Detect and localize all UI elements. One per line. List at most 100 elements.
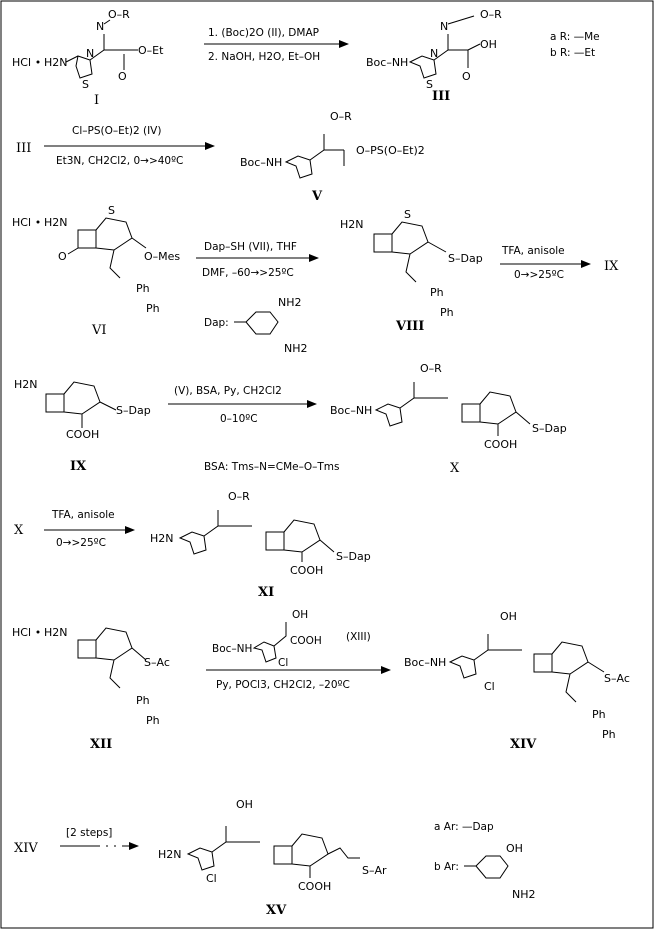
chloro: Cl: [484, 680, 495, 693]
chloro: Cl: [206, 872, 217, 885]
condition-3: TFA, anisole: [501, 245, 565, 257]
compound-number: XV: [266, 903, 287, 918]
start-compound: XIV: [14, 841, 38, 856]
step3-arrow-1: Dap–SH (VII), THF DMF, –60→>25ºC: [196, 241, 319, 279]
compound-number: I: [94, 93, 99, 108]
s-ar: S–Ar: [362, 864, 387, 877]
carbonyl-o: O: [118, 70, 127, 83]
boc-nh-label: Boc–NH: [404, 656, 446, 669]
ester-oet: O–Et: [138, 44, 164, 57]
compound-number: III: [432, 89, 450, 104]
step5-compound-XI: H2N O–R S–Dap COOH XI: [150, 490, 371, 600]
oxime-n: N: [440, 20, 448, 33]
o-mes: O–Mes: [144, 250, 180, 263]
condition-1: [2 steps]: [66, 827, 112, 839]
s-dap: S–Dap: [448, 252, 483, 265]
condition-2: 2. NaOH, H2O, Et–OH: [208, 51, 320, 63]
amine-label: H2N: [340, 218, 364, 231]
step6-reagent-XIII: Boc–NH OH COOH Cl (XIII): [212, 609, 371, 669]
reagent-cl: Cl: [278, 657, 288, 669]
structure-bonds: [65, 34, 138, 79]
step4-compound-IX: H2N S–Dap COOH IX: [14, 378, 151, 474]
structure-bonds: [408, 34, 481, 79]
phenyl-1: Ph: [136, 694, 150, 707]
hcl-label: HCl: [12, 626, 31, 639]
condition-1: Dap–SH (VII), THF: [204, 241, 297, 253]
step1-compound-I: HCl H2N N S N O–R O O–Et I: [12, 8, 164, 108]
structure-bonds: [178, 510, 335, 562]
ar-b-ring: [464, 855, 509, 879]
r-a: a R: —Me: [550, 31, 600, 43]
ring-n: N: [86, 47, 94, 60]
phenyl-2: Ph: [146, 714, 160, 727]
amine-label: H2N: [14, 378, 38, 391]
step2-compound-V: Boc–NH O–R O–PS(O–Et)2 V: [240, 110, 425, 204]
condition-2: Py, POCl3, CH2Cl2, –20ºC: [216, 679, 350, 691]
condition-1: (V), BSA, Py, CH2Cl2: [174, 385, 282, 397]
hcl-label: HCl: [12, 56, 31, 69]
phenyl-2: Ph: [440, 306, 454, 319]
s-ac: S–Ac: [144, 656, 170, 669]
step4-arrow: (V), BSA, Py, CH2Cl2 0–10ºC BSA: Tms–N=C…: [168, 385, 340, 473]
ar-b-oh: OH: [506, 842, 523, 855]
lactam-o: O: [58, 250, 67, 263]
r-b: b R: —Et: [550, 47, 595, 59]
condition-2: 0–10ºC: [220, 413, 258, 425]
carbonyl-o: O: [462, 70, 471, 83]
step7-compound-XV: H2N OH Cl COOH S–Ar XV: [158, 798, 387, 918]
compound-number: V: [311, 189, 323, 204]
phenyl-2: Ph: [602, 728, 616, 741]
r-group-legend: a R: —Me b R: —Et: [550, 31, 600, 59]
structure-bonds: [373, 221, 447, 283]
s-ac: S–Ac: [604, 672, 630, 685]
ring-s: S: [404, 208, 411, 221]
ring-s: S: [82, 78, 89, 91]
amine-label: H2N: [158, 848, 182, 861]
ar-b-nh2: NH2: [512, 888, 536, 901]
phenyl-1: Ph: [430, 286, 444, 299]
compound-number: XIV: [510, 737, 537, 752]
oxime-oh: OH: [236, 798, 253, 811]
ar-b: b Ar:: [434, 861, 459, 873]
s-dap: S–Dap: [336, 550, 371, 563]
salt-dot: [36, 60, 40, 64]
oxime-or: O–R: [330, 110, 352, 123]
condition-1: TFA, anisole: [51, 509, 115, 521]
amine-label: H2N: [44, 626, 68, 639]
structure-bonds: [448, 634, 605, 703]
s-dap: S–Dap: [532, 422, 567, 435]
reagent-label: (XIII): [346, 631, 371, 643]
phosphate-ester: O–PS(O–Et)2: [356, 144, 425, 157]
ar-a: a Ar: —Dap: [434, 821, 494, 833]
next-compound: IX: [604, 259, 619, 274]
bsa-definition: BSA: Tms–N=CMe–O–Tms: [204, 461, 340, 473]
structure-bonds: [77, 627, 147, 689]
compound-number: XII: [90, 737, 112, 752]
cooh: COOH: [298, 880, 331, 893]
structure-bonds: [67, 217, 147, 279]
condition-2: DMF, –60→>25ºC: [202, 267, 294, 279]
condition-2: Et3N, CH2Cl2, 0→>40ºC: [56, 155, 183, 167]
reagent-oh: OH: [292, 609, 308, 621]
cooh: COOH: [484, 438, 517, 451]
oxime-or: O–R: [228, 490, 250, 503]
reagent-cooh: COOH: [290, 635, 322, 647]
step3-arrow-2: TFA, anisole 0→>25ºC IX: [500, 245, 619, 281]
ring-s: S: [108, 204, 115, 217]
compound-number: IX: [70, 459, 87, 474]
step6-compound-XIV: Boc–NH OH Cl S–Ac Ph Ph XIV: [404, 610, 630, 752]
condition-1: 1. (Boc)2O (II), DMAP: [208, 27, 319, 39]
cooh: COOH: [66, 428, 99, 441]
ring-s: S: [426, 78, 433, 91]
dap-label: Dap:: [204, 317, 229, 329]
reagent-bonds: [252, 622, 287, 663]
dap-nh2-a: NH2: [278, 296, 302, 309]
dap-nh2-b: NH2: [284, 342, 308, 355]
structure-bonds: [284, 134, 345, 179]
compound-number: VIII: [395, 319, 424, 334]
compound-number: XI: [258, 585, 274, 600]
step3-compound-VI: HCl H2N S O O–Mes Ph Ph VI: [12, 204, 180, 338]
boc-nh-label: Boc–NH: [240, 156, 282, 169]
